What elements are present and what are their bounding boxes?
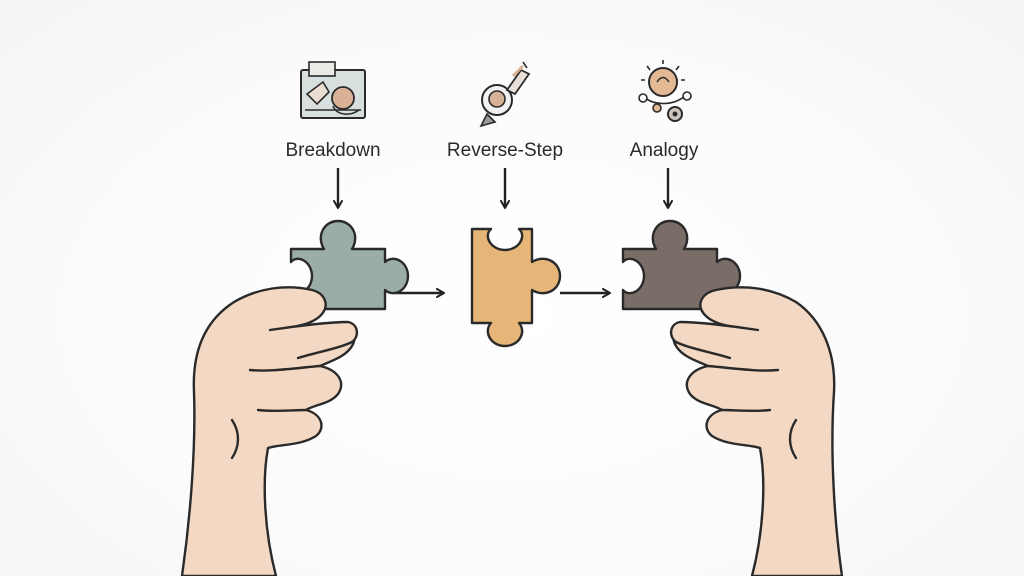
puzzle-piece-reverse-step bbox=[470, 227, 562, 348]
lightbulb-brain-icon bbox=[638, 60, 692, 122]
step-label-reverse-step: Reverse-Step bbox=[447, 140, 563, 161]
astronaut-rocket-icon bbox=[479, 61, 531, 128]
right-hand bbox=[669, 286, 844, 576]
breakdown-illustration-icon bbox=[300, 61, 366, 119]
left-hand bbox=[180, 286, 359, 576]
step-label-analogy: Analogy bbox=[630, 140, 699, 161]
step-label-breakdown: Breakdown bbox=[285, 140, 380, 161]
